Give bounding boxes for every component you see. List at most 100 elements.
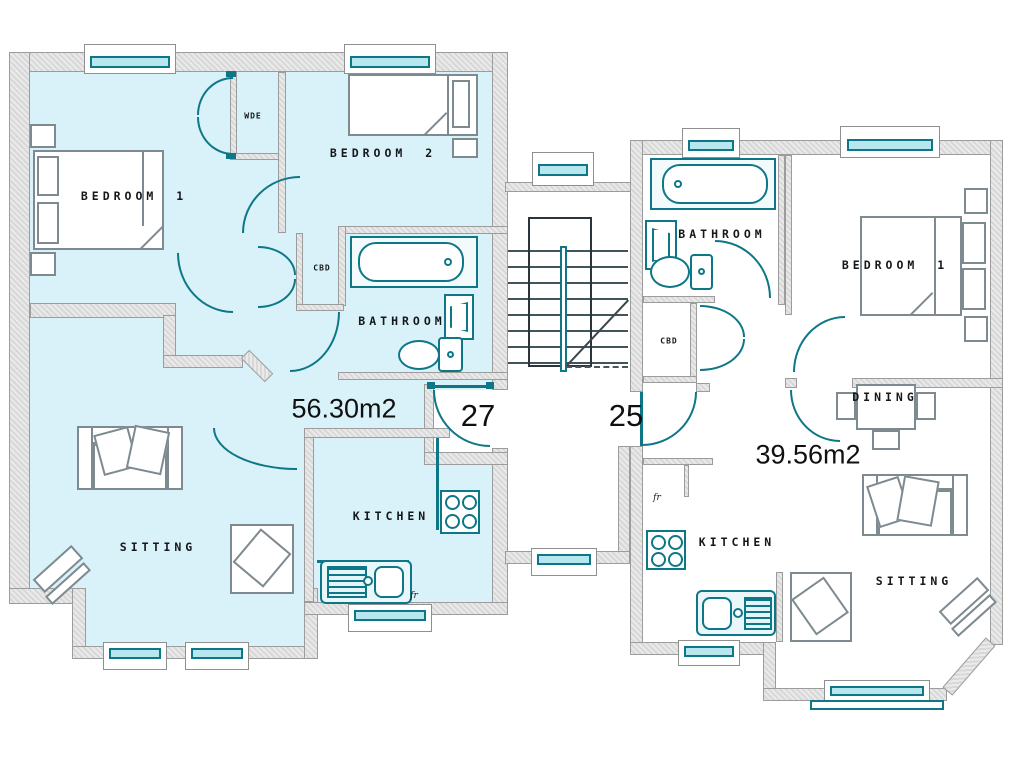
wall (630, 446, 643, 655)
stove (440, 490, 480, 534)
wall (163, 355, 243, 368)
door-hinge (226, 153, 236, 159)
area-label-left: 56.30m2 (291, 393, 397, 424)
stair-tread (508, 314, 628, 316)
bathroom-door-arc-right (715, 240, 771, 298)
window-glass (847, 139, 933, 151)
window-glass (191, 648, 243, 659)
stair-tread (508, 346, 628, 348)
wall (296, 233, 303, 311)
cupboard-door-arc (700, 305, 745, 337)
bedside-table (964, 316, 988, 342)
room-label-sitting-left: SITTING (119, 540, 197, 554)
room-label-bedroom1-left: BEDROOM 1 (80, 189, 188, 203)
wall (492, 448, 508, 614)
stair-tread (508, 330, 628, 332)
stair-handrail (560, 246, 567, 372)
sheet-line (934, 218, 936, 314)
dining-chair (872, 430, 900, 450)
wall (630, 140, 643, 392)
stair-tread (508, 282, 628, 284)
faucet (733, 608, 743, 618)
wall (690, 303, 697, 383)
wall (296, 304, 344, 311)
sink-bowl (702, 597, 732, 630)
sink-bowl (374, 566, 404, 598)
wall (9, 52, 30, 604)
window-glass (109, 648, 161, 659)
window-glass (350, 56, 430, 68)
wall (338, 226, 346, 306)
pillow (962, 222, 986, 264)
toilet-bowl (650, 256, 690, 288)
bedroom-door-arc-right (793, 316, 845, 372)
sink-drainer (327, 566, 367, 598)
toilet-bowl (398, 340, 440, 370)
bath-drain (444, 258, 452, 266)
wall (163, 315, 176, 362)
stair-tread (508, 250, 628, 252)
wall (643, 458, 713, 465)
stair-tread (508, 266, 628, 268)
room-label-kitchen-right: KITCHEN (698, 535, 776, 549)
entry-door-leaf-27 (433, 385, 489, 388)
area-label-right: 39.56m2 (755, 439, 861, 470)
pillow (452, 80, 470, 128)
wall (72, 588, 86, 652)
stair-dashed-line (566, 366, 628, 368)
burner (462, 495, 477, 510)
door-hinge (427, 382, 435, 389)
door-hinge (486, 382, 494, 389)
stove (646, 530, 686, 570)
entry-door-leaf-25 (640, 392, 643, 446)
label-fridge-left: fr (410, 591, 418, 601)
bedside-table (452, 138, 478, 158)
bath-drain (674, 180, 682, 188)
wall (785, 155, 792, 315)
wall (338, 372, 508, 380)
pillow (37, 202, 59, 244)
room-label-bedroom2-left: BEDROOM 2 (329, 146, 437, 160)
dining-chair (836, 392, 856, 420)
sheet-line (142, 152, 144, 248)
room-label-bathroom-right: BATHROOM (678, 227, 766, 241)
burner (445, 514, 460, 529)
cupboard-door-arc (700, 339, 745, 371)
window-glass (90, 56, 170, 68)
door-hinge (226, 71, 236, 77)
bedside-table (30, 124, 56, 148)
bay-window-outer (810, 700, 944, 710)
wall (763, 642, 776, 700)
window-glass (684, 646, 734, 657)
sink-drainer (744, 597, 772, 630)
wall (776, 572, 783, 642)
wall (643, 376, 697, 383)
toilet-button (698, 268, 705, 275)
bay-window-glass (830, 686, 924, 696)
window-glass (538, 164, 588, 176)
bedside-table (30, 252, 56, 276)
window-glass (688, 140, 734, 151)
pillow (962, 268, 986, 310)
living-door-arc-right (790, 390, 840, 442)
entry-door-arc-25 (642, 392, 697, 446)
wall (424, 452, 508, 465)
burner (668, 535, 683, 550)
window-glass (537, 554, 591, 565)
wall (942, 637, 996, 696)
sofa-arm (952, 474, 968, 536)
dining-table (856, 384, 916, 430)
window-glass (354, 610, 426, 621)
burner (462, 514, 477, 529)
dining-chair (916, 392, 936, 420)
room-label-bedroom1-right: BEDROOM 1 (841, 258, 949, 272)
wall (30, 303, 176, 318)
wall (852, 378, 1003, 388)
wall (990, 140, 1003, 645)
bedside-table (964, 188, 988, 214)
label-cupboard-right: CBD (660, 336, 678, 346)
counter-edge (436, 438, 439, 530)
basin-bowl (450, 302, 468, 332)
wall (492, 52, 508, 390)
